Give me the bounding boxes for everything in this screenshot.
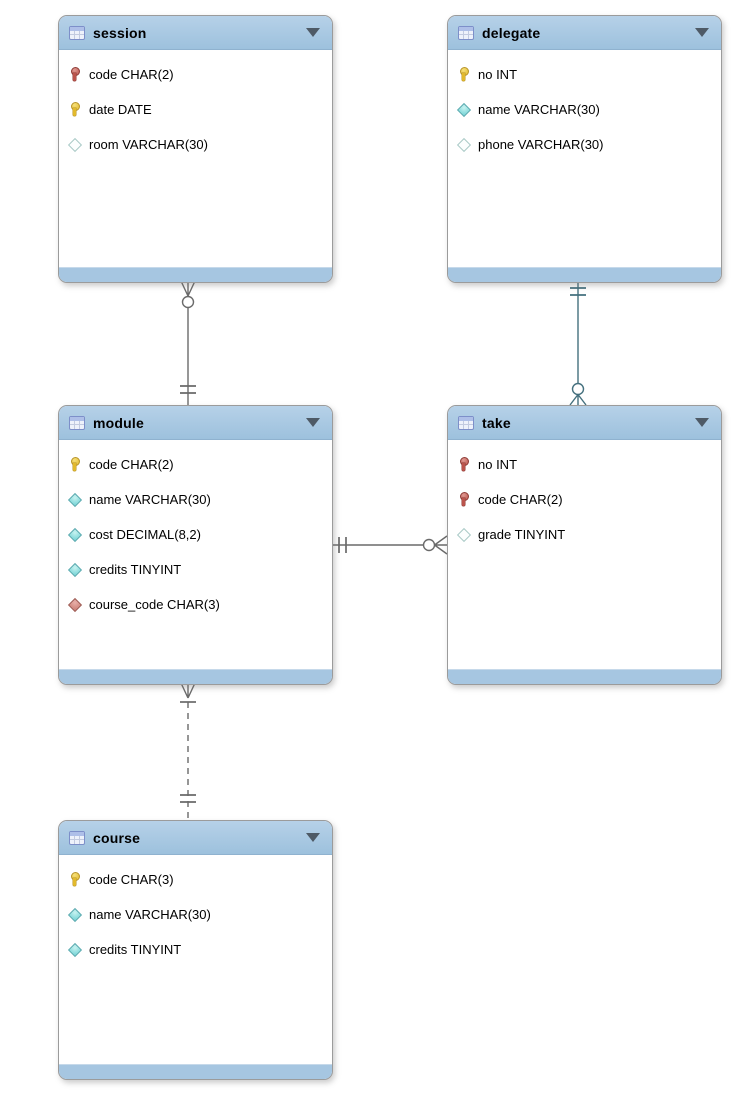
column-row[interactable]: no INT [448, 447, 721, 482]
table-delegate-header[interactable]: delegate [448, 16, 721, 50]
table-columns: no INT name VARCHAR(30) phone VARCHAR(30… [448, 50, 721, 162]
nullable-column-icon [68, 137, 82, 152]
column-row[interactable]: name VARCHAR(30) [448, 92, 721, 127]
column-label: name VARCHAR(30) [89, 492, 211, 507]
relationship-delegate-take[interactable] [569, 281, 587, 406]
table-module-header[interactable]: module [59, 406, 332, 440]
column-row[interactable]: credits TINYINT [59, 552, 332, 587]
table-footer [448, 267, 721, 282]
table-title: take [482, 414, 511, 431]
column-label: grade TINYINT [478, 527, 566, 542]
column-row[interactable]: code CHAR(3) [59, 862, 332, 897]
relationship-module-take[interactable] [333, 535, 448, 555]
nullable-column-icon [457, 527, 471, 542]
table-module[interactable]: module code CHAR(2) name VARCHAR(30) cos… [58, 405, 333, 685]
column-row[interactable]: no INT [448, 57, 721, 92]
not-null-column-icon [68, 907, 82, 922]
table-columns: code CHAR(2) name VARCHAR(30) cost DECIM… [59, 440, 332, 622]
table-title: course [93, 829, 141, 846]
table-title: module [93, 414, 144, 431]
column-label: no INT [478, 67, 518, 82]
primary-foreign-key-icon [457, 457, 471, 472]
column-label: no INT [478, 457, 518, 472]
column-label: credits TINYINT [89, 562, 182, 577]
table-session-header[interactable]: session [59, 16, 332, 50]
relationship-session-module[interactable] [180, 280, 196, 405]
column-label: cost DECIMAL(8,2) [89, 527, 201, 542]
not-null-column-icon [68, 562, 82, 577]
table-session[interactable]: session code CHAR(2) date DATE room VARC… [58, 15, 333, 283]
table-footer [448, 669, 721, 684]
table-icon [458, 415, 474, 430]
column-label: room VARCHAR(30) [89, 137, 208, 152]
column-row[interactable]: code CHAR(2) [59, 57, 332, 92]
collapse-arrow-icon[interactable] [306, 28, 320, 37]
column-label: code CHAR(2) [89, 67, 174, 82]
collapse-arrow-icon[interactable] [695, 418, 709, 427]
table-columns: no INT code CHAR(2) grade TINYINT [448, 440, 721, 552]
table-footer [59, 267, 332, 282]
column-row[interactable]: credits TINYINT [59, 932, 332, 967]
table-icon [458, 25, 474, 40]
column-label: course_code CHAR(3) [89, 597, 220, 612]
table-take-header[interactable]: take [448, 406, 721, 440]
table-columns: code CHAR(3) name VARCHAR(30) credits TI… [59, 855, 332, 967]
column-row[interactable]: grade TINYINT [448, 517, 721, 552]
column-row[interactable]: room VARCHAR(30) [59, 127, 332, 162]
column-label: phone VARCHAR(30) [478, 137, 604, 152]
not-null-column-icon [457, 102, 471, 117]
table-course[interactable]: course code CHAR(3) name VARCHAR(30) cre… [58, 820, 333, 1080]
table-delegate[interactable]: delegate no INT name VARCHAR(30) phone V… [447, 15, 722, 283]
column-label: name VARCHAR(30) [478, 102, 600, 117]
foreign-key-column-icon [68, 597, 82, 612]
nullable-column-icon [457, 137, 471, 152]
primary-key-icon [68, 102, 82, 117]
not-null-column-icon [68, 492, 82, 507]
column-label: code CHAR(2) [89, 457, 174, 472]
column-row[interactable]: date DATE [59, 92, 332, 127]
primary-key-icon [68, 872, 82, 887]
primary-key-icon [68, 457, 82, 472]
table-footer [59, 1064, 332, 1079]
column-row[interactable]: course_code CHAR(3) [59, 587, 332, 622]
table-icon [69, 830, 85, 845]
table-take[interactable]: take no INT code CHAR(2) grade TINYINT [447, 405, 722, 685]
column-label: date DATE [89, 102, 152, 117]
table-columns: code CHAR(2) date DATE room VARCHAR(30) [59, 50, 332, 162]
column-row[interactable]: cost DECIMAL(8,2) [59, 517, 332, 552]
column-label: name VARCHAR(30) [89, 907, 211, 922]
primary-foreign-key-icon [457, 492, 471, 507]
column-row[interactable]: code CHAR(2) [59, 447, 332, 482]
not-null-column-icon [68, 942, 82, 957]
collapse-arrow-icon[interactable] [306, 418, 320, 427]
column-label: code CHAR(3) [89, 872, 174, 887]
table-icon [69, 415, 85, 430]
table-title: delegate [482, 24, 541, 41]
column-row[interactable]: name VARCHAR(30) [59, 897, 332, 932]
collapse-arrow-icon[interactable] [695, 28, 709, 37]
table-icon [69, 25, 85, 40]
collapse-arrow-icon[interactable] [306, 833, 320, 842]
not-null-column-icon [68, 527, 82, 542]
relationship-module-course[interactable] [180, 682, 196, 820]
primary-foreign-key-icon [68, 67, 82, 82]
column-row[interactable]: code CHAR(2) [448, 482, 721, 517]
column-label: code CHAR(2) [478, 492, 563, 507]
column-row[interactable]: name VARCHAR(30) [59, 482, 332, 517]
column-row[interactable]: phone VARCHAR(30) [448, 127, 721, 162]
primary-key-icon [457, 67, 471, 82]
table-footer [59, 669, 332, 684]
table-title: session [93, 24, 147, 41]
table-course-header[interactable]: course [59, 821, 332, 855]
column-label: credits TINYINT [89, 942, 182, 957]
